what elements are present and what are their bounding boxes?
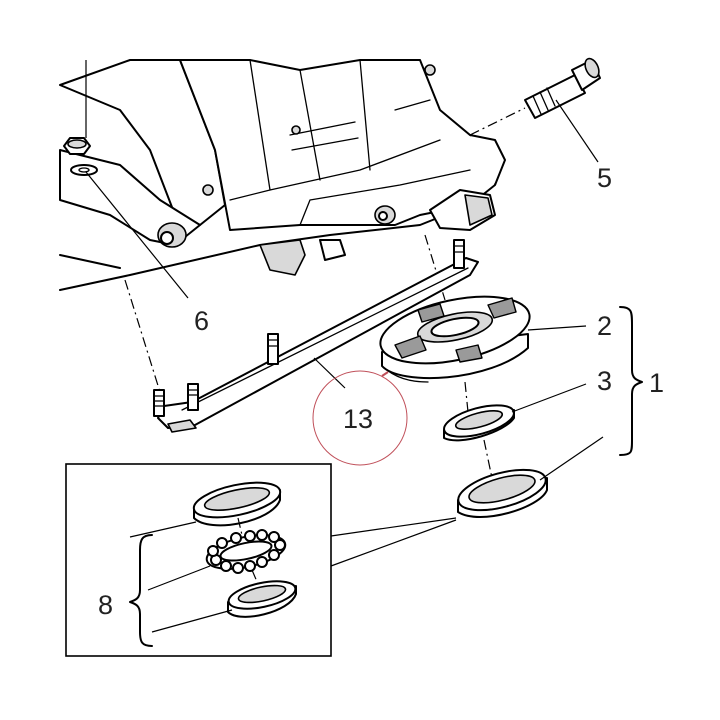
callout-8: 8: [98, 590, 113, 620]
callout-3: 3: [597, 366, 612, 396]
callout-13: 13: [343, 404, 373, 434]
stud: [187, 383, 199, 411]
part-2-bearing-housing: [379, 295, 587, 383]
assembly-axes: [124, 234, 493, 479]
callout-2: 2: [597, 311, 612, 341]
stud: [267, 333, 279, 365]
outer-bearing-race: [457, 436, 604, 518]
part-3-seal: [443, 383, 587, 442]
part-5-bolt: [469, 57, 601, 163]
highlight-circle: [312, 370, 408, 466]
part-13-bracket-plate: [153, 239, 479, 433]
callout-6: 6: [194, 306, 209, 336]
inset-upper-race: [192, 481, 282, 527]
stud: [453, 239, 465, 269]
callout-1: 1: [649, 368, 664, 398]
group-bracket-1: [619, 306, 643, 456]
part-6-nut-washer: [63, 60, 189, 299]
inset-ball-cage: [205, 529, 287, 574]
frame-headstock: [59, 59, 506, 291]
inset-detail-box: [65, 463, 457, 657]
callout-5: 5: [597, 163, 612, 193]
inset-lower-race: [227, 580, 297, 618]
highlight-tick: [381, 371, 389, 377]
group-bracket-8: [129, 534, 153, 647]
stud: [153, 389, 165, 417]
